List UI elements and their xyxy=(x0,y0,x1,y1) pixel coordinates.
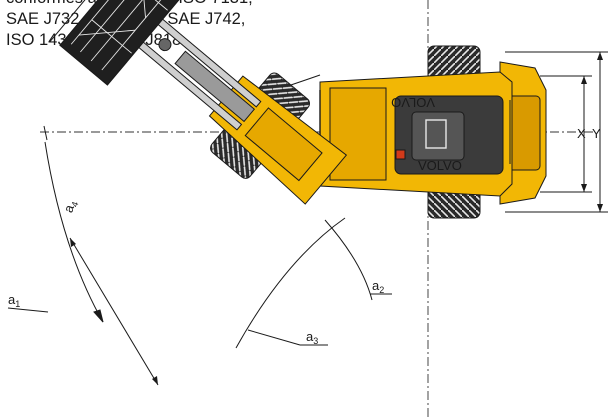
arc-a3 xyxy=(235,217,346,349)
label-a1: a1 xyxy=(8,292,20,309)
leader-lines xyxy=(7,293,392,346)
lift-arm-top xyxy=(155,17,262,108)
arc-a4-start-tick xyxy=(43,125,48,141)
label-a2: a2 xyxy=(372,278,384,295)
label-a3: a3 xyxy=(306,329,318,346)
brand-text-bottom: VOLVO xyxy=(418,158,462,173)
rear-frame xyxy=(319,45,547,219)
arc-a4 xyxy=(44,141,104,323)
bucket-edge-line xyxy=(49,0,143,43)
front-frame xyxy=(49,0,348,205)
label-a4: a4 xyxy=(60,198,80,215)
bucket-width-dimension xyxy=(69,237,159,386)
pivot-pin xyxy=(158,38,172,52)
label-x: X xyxy=(577,126,586,141)
beacon-light xyxy=(395,149,406,160)
cab-hatch xyxy=(411,111,465,161)
bucket-lines xyxy=(70,0,180,71)
side-panel xyxy=(329,87,387,181)
dimension-lines xyxy=(505,51,608,213)
brand-text-top: VOLVO xyxy=(391,95,435,110)
arc-a2 xyxy=(324,219,373,301)
bucket xyxy=(59,0,196,86)
label-y: Y xyxy=(592,126,601,141)
arc-a4-arrow xyxy=(93,309,104,323)
cab-handle xyxy=(425,119,447,149)
front-cover xyxy=(244,107,323,182)
turning-arcs xyxy=(43,74,373,349)
tilt-linkage xyxy=(174,50,256,123)
